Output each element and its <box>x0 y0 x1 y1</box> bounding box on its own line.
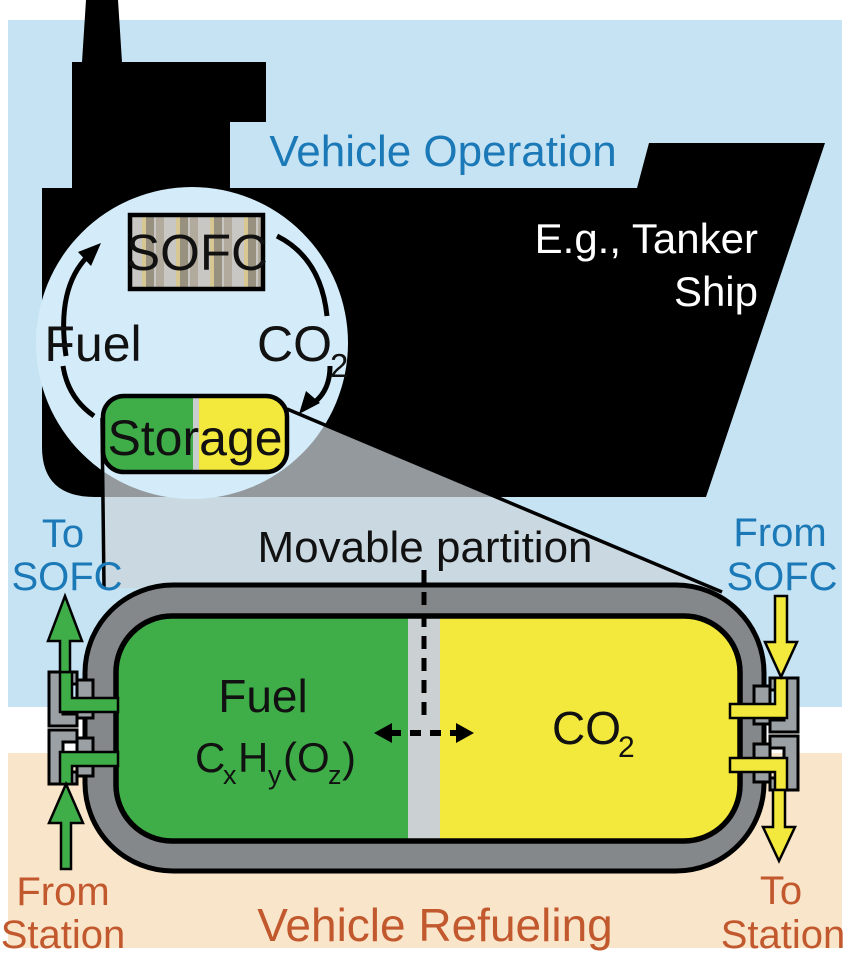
to-station-arrow <box>761 788 797 864</box>
formula-o: (O <box>283 734 330 781</box>
formula-c: C <box>195 734 225 781</box>
cycle-co2-label: CO <box>257 316 332 372</box>
cycle-arc-fuel-to-sofc <box>61 254 90 357</box>
partition-motion-arrowhead-right <box>456 723 474 743</box>
to-station-label-line2: Station <box>721 913 846 957</box>
storage-pill-yellow <box>199 396 287 472</box>
from-sofc-label-line1: From <box>733 511 826 555</box>
formula-x-subscript: x <box>223 760 237 790</box>
partition-label: Movable partition <box>257 523 592 572</box>
formula-h: H <box>238 734 268 781</box>
right-upper-co2-channel <box>728 676 789 720</box>
to-station-label: To Station <box>721 869 846 957</box>
left-lower-fuel-channel <box>58 750 120 786</box>
ship-caption-line2: Ship <box>674 268 758 315</box>
tank-co2-label: CO <box>552 702 621 754</box>
tank-co2-subscript: 2 <box>618 731 635 764</box>
from-sofc-label: From SOFC <box>726 511 837 599</box>
from-station-label-line1: From <box>16 870 109 914</box>
to-sofc-label-line1: To <box>42 512 84 556</box>
sofc-box-label: SOFC <box>126 224 268 281</box>
tank-fuel-formula: C x H y (O z ) <box>195 734 356 790</box>
formula-close-paren: ) <box>342 734 356 781</box>
storage-pill-border <box>100 393 290 475</box>
partition-motion-arrowhead-left <box>374 723 392 743</box>
vehicle-refueling-label: Vehicle Refueling <box>257 899 612 951</box>
formula-z-subscript: z <box>328 760 342 790</box>
cycle-co2-subscript: 2 <box>330 347 348 384</box>
to-sofc-arrow <box>46 592 84 674</box>
tank-fuel-label: Fuel <box>218 670 307 722</box>
storage-pill-divider <box>193 396 199 472</box>
tank-inner-border <box>113 613 743 844</box>
to-sofc-label-line2: SOFC <box>11 555 122 599</box>
from-station-label-line2: Station <box>1 913 126 957</box>
tank-movable-partition <box>408 616 440 841</box>
from-sofc-arrow <box>763 594 799 681</box>
from-sofc-label-line2: SOFC <box>726 555 837 599</box>
ship-caption-line1: E.g., Tanker <box>535 215 758 262</box>
cycle-arc-storage-to-fuel <box>60 365 96 419</box>
vehicle-operation-label: Vehicle Operation <box>269 127 616 176</box>
to-sofc-label: To SOFC <box>11 512 122 599</box>
tank-co2-compartment <box>440 616 740 841</box>
to-station-label-line1: To <box>760 869 802 913</box>
cycle-arrowhead-to-sofc <box>78 243 101 266</box>
tank-fuel-compartment <box>116 616 408 841</box>
cycle-fuel-label: Fuel <box>44 316 141 372</box>
storage-pill-label: Storage <box>107 410 282 466</box>
from-station-label: From Station <box>1 870 126 957</box>
cycle-arrowhead-to-storage <box>299 391 320 414</box>
from-station-arrow <box>47 780 85 871</box>
formula-y-subscript: y <box>268 760 282 790</box>
cycle-arc-sofc-to-co2 <box>275 233 330 317</box>
left-upper-fuel-channel <box>58 670 120 714</box>
sofc-box <box>127 212 266 292</box>
magnifier-cone-edge-right <box>286 407 723 594</box>
